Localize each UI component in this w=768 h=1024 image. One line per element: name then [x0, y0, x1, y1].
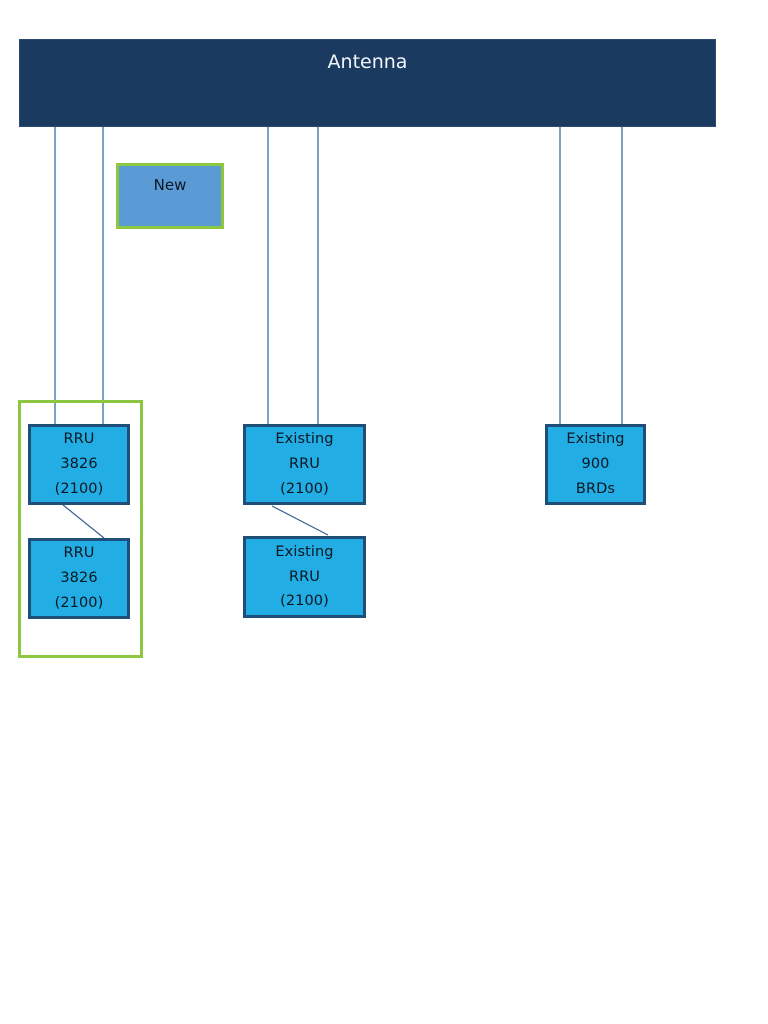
legend-new-label: New — [153, 176, 187, 194]
node-line: 3826 — [60, 456, 98, 473]
node-existing-900-brds[interactable]: Existing 900 BRDs — [545, 424, 646, 505]
node-existing-rru-b[interactable]: Existing RRU (2100) — [243, 536, 366, 618]
antenna-label: Antenna — [327, 51, 408, 73]
wire-existing-rru-a-to-b — [271, 505, 329, 536]
node-line: 900 — [581, 456, 610, 473]
new-equipment-group-frame — [18, 400, 143, 658]
legend-new-chip[interactable]: New — [116, 163, 224, 229]
node-line: Existing — [275, 431, 334, 448]
antenna-bar[interactable]: Antenna — [19, 39, 716, 127]
node-line: RRU — [63, 431, 95, 448]
node-line: (2100) — [54, 480, 104, 497]
node-line: Existing — [566, 431, 625, 448]
node-existing-rru-a[interactable]: Existing RRU (2100) — [243, 424, 366, 505]
node-line: Existing — [275, 543, 334, 560]
node-line: RRU — [288, 568, 321, 585]
node-line: (2100) — [54, 594, 104, 611]
node-line: (2100) — [280, 593, 329, 610]
node-line: (2100) — [280, 480, 329, 497]
node-line: RRU — [288, 456, 321, 473]
node-line: RRU — [63, 545, 95, 562]
node-rru-3826-a[interactable]: RRU 3826 (2100) — [28, 424, 130, 505]
node-rru-3826-b[interactable]: RRU 3826 (2100) — [28, 538, 130, 619]
node-line: 3826 — [60, 570, 98, 587]
node-line: BRDs — [575, 480, 616, 497]
